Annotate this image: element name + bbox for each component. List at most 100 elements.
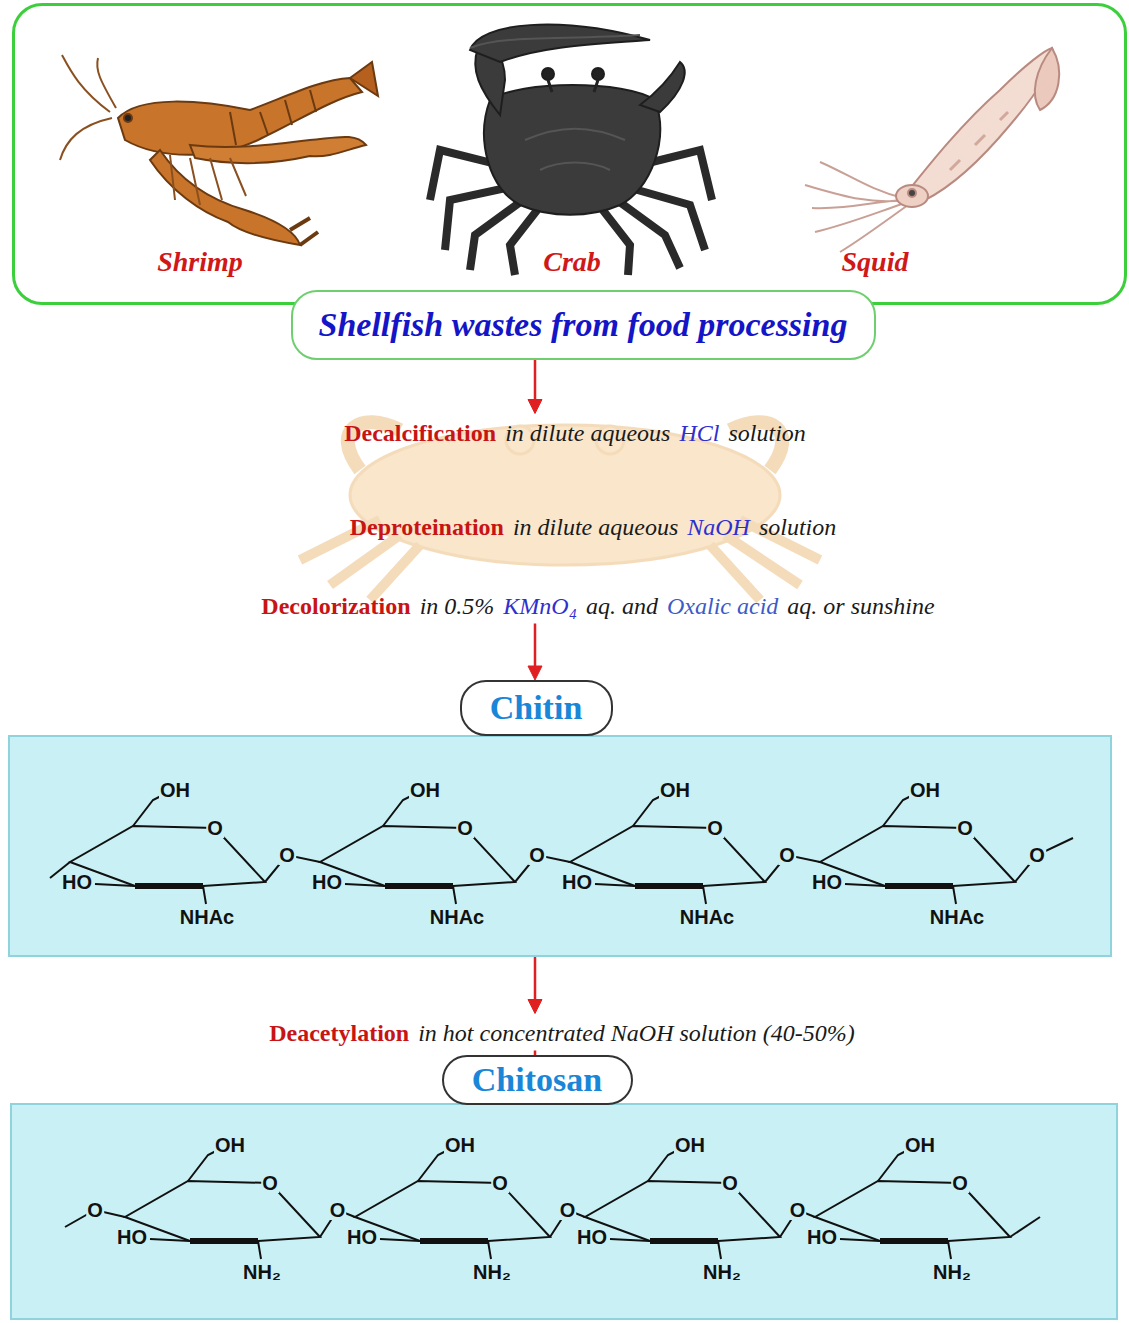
bond-line (883, 796, 911, 826)
step-condition: HCl (679, 420, 719, 447)
atom-label: O (951, 1173, 969, 1193)
species-name: Shrimp (157, 246, 243, 278)
node-title: Chitosan (472, 1061, 602, 1099)
squid-figure (805, 48, 1059, 252)
bond-line (815, 1181, 1010, 1241)
atom-label: HO (116, 1227, 148, 1247)
bold-bond (190, 1238, 258, 1244)
bold-bond (650, 1238, 718, 1244)
squid-figure (1035, 48, 1059, 110)
bond-line (133, 796, 161, 826)
bond-line (948, 1241, 951, 1259)
atom-label: HO (61, 872, 93, 892)
bond-line (840, 1239, 880, 1241)
process-step: Deproteinationin dilute aqueousNaOHsolut… (350, 514, 837, 541)
atom-label: O (206, 818, 224, 838)
squid-figure (908, 189, 916, 197)
source-box: Shellfish wastes from food processing (291, 290, 876, 360)
bond-line (70, 826, 265, 886)
bond-line (845, 884, 885, 886)
bond-line (878, 1151, 906, 1181)
bond-line (188, 1151, 216, 1181)
bond-line (718, 1241, 721, 1259)
atom-label: O (329, 1200, 347, 1220)
atom-label: O (86, 1200, 104, 1220)
shrimp-figure (190, 137, 366, 163)
shrimp-figure (350, 62, 378, 96)
bold-bond (385, 883, 453, 889)
bond-line (633, 796, 661, 826)
bond-line (648, 1151, 676, 1181)
atom-label: OH (159, 780, 191, 800)
structure-band: OHOHONHAcOOHOHONHAcOOHOHONHAcOOHOHONHAcO (8, 735, 1112, 957)
bond-line (595, 884, 635, 886)
bond-line (418, 1151, 446, 1181)
crab-figure (542, 68, 554, 80)
atom-label: NH₂ (242, 1262, 282, 1282)
atom-label: NHAc (429, 907, 485, 927)
atom-label: O (706, 818, 724, 838)
process-step: Decolorizationin 0.5%KMnO₄aq. andOxalic … (261, 593, 934, 620)
bond-line (953, 886, 956, 904)
bond-line (95, 884, 135, 886)
step-condition: aq. and (586, 593, 658, 620)
bond-line (570, 826, 765, 886)
atom-label: O (528, 845, 546, 865)
bond-line (1010, 1217, 1040, 1237)
step-condition: aq. or sunshine (787, 593, 934, 620)
bond-line (320, 826, 515, 886)
bond-line (585, 1181, 780, 1241)
bold-bond (135, 883, 203, 889)
squid-figure (950, 112, 1008, 170)
atom-label: HO (561, 872, 593, 892)
squid-figure (905, 48, 1053, 200)
step-condition: NaOH (687, 514, 750, 541)
atom-label: HO (311, 872, 343, 892)
product-tag: Chitosan (442, 1055, 633, 1105)
atom-label: O (491, 1173, 509, 1193)
atom-label: O (456, 818, 474, 838)
bond-line (258, 1241, 261, 1259)
specimen-panel: Shrimp Crab Squid (12, 3, 1127, 305)
bond-line (345, 884, 385, 886)
step-condition: KMnO₄ (503, 593, 577, 620)
step-condition: in dilute aqueous (505, 420, 670, 447)
atom-label: O (721, 1173, 739, 1193)
step-name: Decolorization (261, 593, 410, 620)
atom-label: OH (909, 780, 941, 800)
shrimp-figure (290, 218, 318, 245)
bond-line (610, 1239, 650, 1241)
atom-label: O (1028, 845, 1046, 865)
atom-label: NHAc (679, 907, 735, 927)
bond-line (703, 886, 706, 904)
bond-line (820, 826, 1015, 886)
bond-line (355, 1181, 550, 1241)
bond-line (380, 1239, 420, 1241)
step-name: Decalcification (344, 420, 496, 447)
squid-figure (896, 185, 928, 207)
atom-label: OH (674, 1135, 706, 1155)
process-step: Decalcificationin dilute aqueousHClsolut… (344, 420, 806, 447)
step-name: Deproteination (350, 514, 504, 541)
atom-label: NH₂ (932, 1262, 972, 1282)
arrowhead (528, 400, 542, 414)
crab-figure (548, 80, 598, 92)
atom-label: O (956, 818, 974, 838)
species-name: Squid (842, 246, 909, 278)
step-condition: in hot concentrated NaOH solution (40-50… (418, 1020, 855, 1047)
shrimp-figure (60, 55, 378, 245)
bold-bond (885, 883, 953, 889)
atom-label: NH₂ (702, 1262, 742, 1282)
crab-figure (470, 25, 650, 62)
shrimp-figure (124, 114, 132, 122)
atom-label: O (778, 845, 796, 865)
crab-watermark (300, 422, 820, 600)
atom-label: O (789, 1200, 807, 1220)
atom-label: OH (409, 780, 441, 800)
atom-label: O (559, 1200, 577, 1220)
species-name: Crab (543, 246, 601, 278)
atom-label: OH (659, 780, 691, 800)
bold-bond (880, 1238, 948, 1244)
crab-figure (640, 62, 685, 112)
